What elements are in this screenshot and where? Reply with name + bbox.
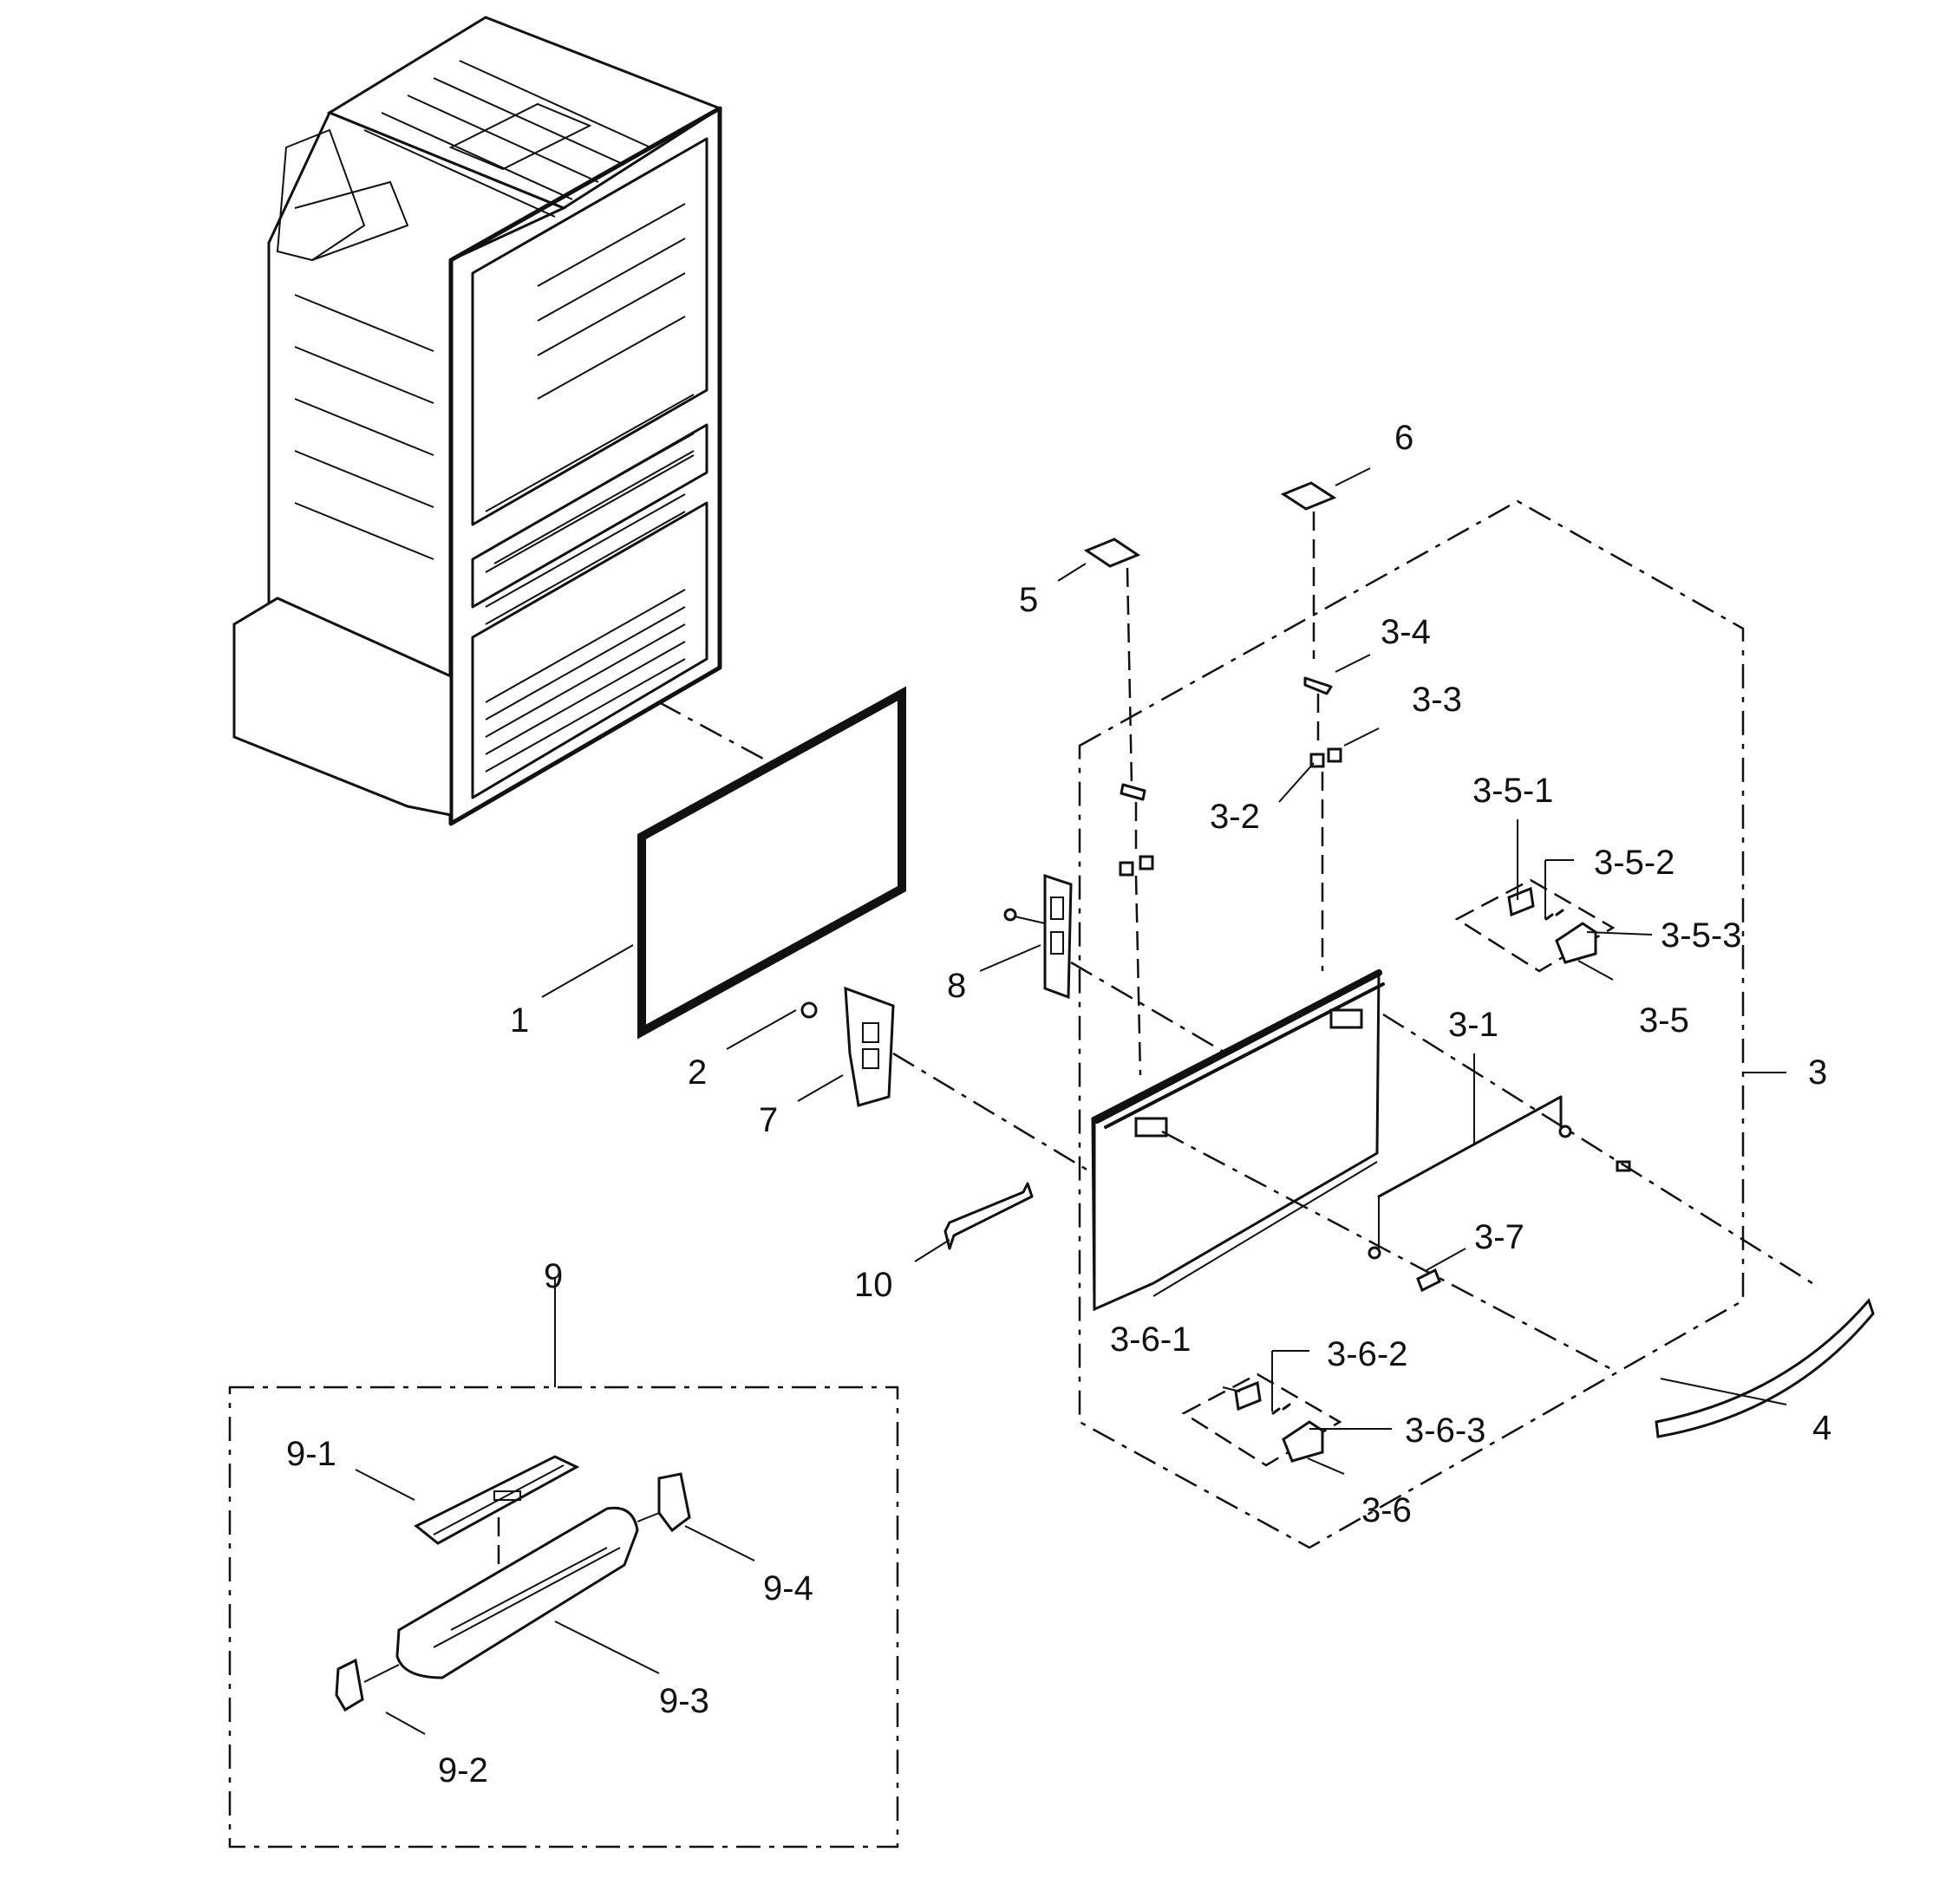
part-9-1-cover — [414, 1455, 580, 1545]
label-9-4: 9-4 — [763, 1569, 813, 1607]
part-8-hinge-bracket — [1003, 873, 1073, 1000]
part-4-trim-strip — [1655, 1298, 1875, 1438]
label-4: 4 — [1812, 1409, 1831, 1447]
label-7: 7 — [759, 1101, 778, 1139]
part-5-cap — [1083, 538, 1141, 568]
label-3-3: 3-3 — [1412, 681, 1462, 719]
label-3-5-2: 3-5-2 — [1594, 844, 1675, 882]
label-9-3: 9-3 — [659, 1682, 709, 1720]
label-1: 1 — [510, 1001, 529, 1040]
label-2: 2 — [688, 1053, 707, 1092]
part-3-1-drawer-door — [1091, 968, 1385, 1312]
part-3-4-clip — [1303, 676, 1333, 695]
label-9-2: 9-2 — [438, 1751, 488, 1790]
label-3-4: 3-4 — [1381, 613, 1431, 651]
label-3-6-1: 3-6-1 — [1110, 1320, 1191, 1359]
label-3-2: 3-2 — [1210, 798, 1260, 836]
part-1-gasket — [637, 686, 906, 1040]
part-3-6-subassembly — [1181, 1373, 1342, 1467]
part-9-2-end-cap — [335, 1658, 400, 1712]
label-10: 10 — [854, 1266, 893, 1304]
label-3-6: 3-6 — [1361, 1491, 1412, 1529]
label-8: 8 — [947, 967, 966, 1005]
label-3-5-1: 3-5-1 — [1472, 772, 1553, 810]
part-3-3-roller — [1309, 747, 1342, 768]
label-3-7: 3-7 — [1474, 1218, 1524, 1256]
part-2-screw — [800, 1001, 818, 1019]
part-6-cap — [1280, 481, 1337, 511]
label-5: 5 — [1019, 581, 1038, 619]
label-3-6-3: 3-6-3 — [1405, 1412, 1485, 1450]
part-9-assembly-outline — [228, 1386, 899, 1849]
part-7-hinge — [844, 986, 895, 1107]
label-3: 3 — [1808, 1053, 1827, 1092]
part-9-3-shelf — [395, 1506, 639, 1679]
label-3-6-2: 3-6-2 — [1327, 1335, 1407, 1373]
label-6: 6 — [1394, 419, 1413, 457]
leader-lines — [355, 467, 1787, 1735]
refrigerator-cabinet — [232, 16, 723, 826]
label-3-1: 3-1 — [1448, 1006, 1498, 1044]
part-3-5-subassembly — [1454, 878, 1616, 973]
label-3-5: 3-5 — [1639, 1001, 1689, 1040]
part-10-bracket — [943, 1182, 1034, 1250]
part-3-assembly-outline — [1078, 499, 1745, 1549]
label-9: 9 — [544, 1257, 563, 1295]
label-9-1: 9-1 — [286, 1435, 336, 1473]
part-9-4-end-cap — [637, 1472, 691, 1533]
label-3-5-3: 3-5-3 — [1661, 916, 1741, 955]
part-3-7-roller — [1416, 1268, 1441, 1293]
